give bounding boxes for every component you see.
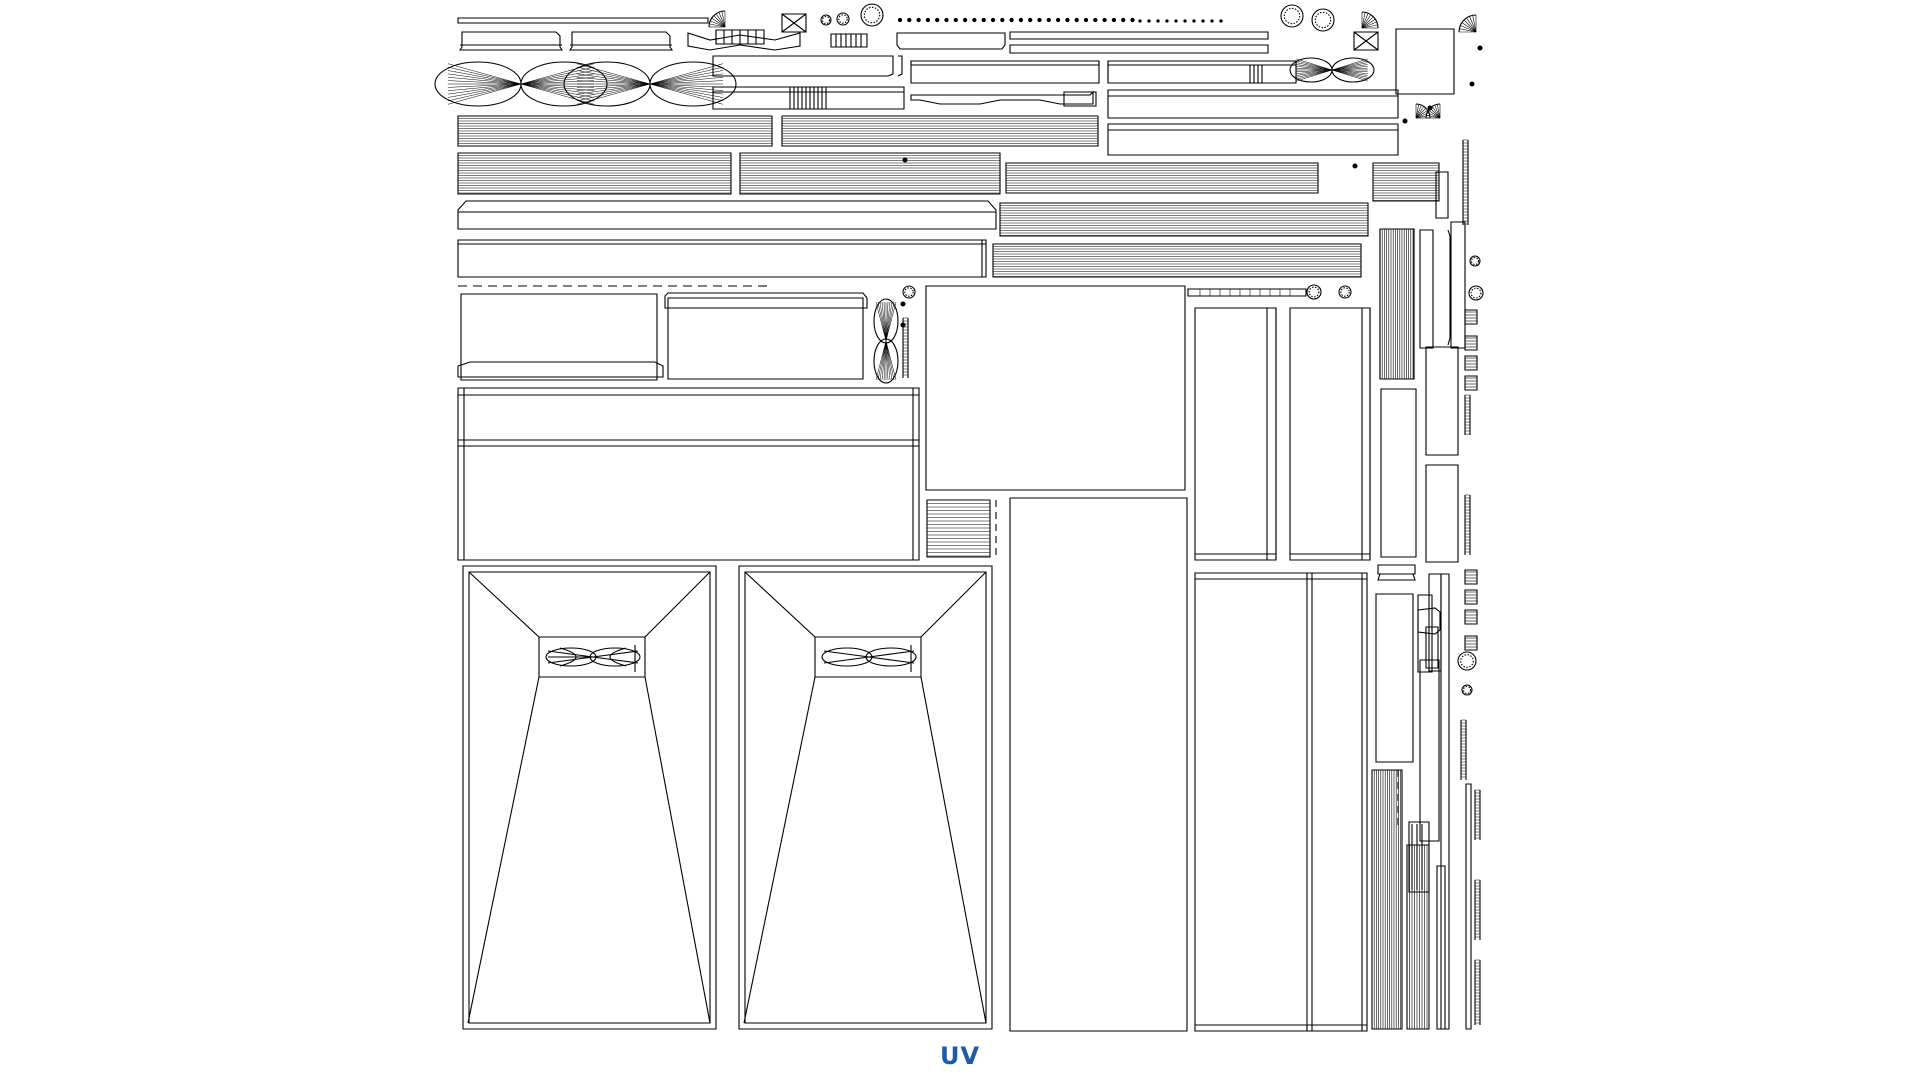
ring-icon xyxy=(1458,652,1476,670)
uv-fan-ovals xyxy=(435,58,1374,383)
ring-icon xyxy=(903,286,915,298)
striped-board xyxy=(458,116,772,146)
tick-strip xyxy=(1463,140,1468,225)
ring-icon xyxy=(1312,9,1334,31)
tick-strip xyxy=(1475,960,1480,1025)
ring-icon xyxy=(1307,285,1321,299)
uv-rail-a xyxy=(458,201,996,229)
uv-drawer-block-b xyxy=(665,293,867,379)
small-stripe-block xyxy=(1465,310,1477,324)
striped-board xyxy=(1407,845,1429,1029)
uv-door-panel-b xyxy=(1290,308,1370,560)
striped-board xyxy=(1380,229,1414,379)
uv-striped-boards xyxy=(458,116,1439,1029)
fan-icon xyxy=(874,299,898,383)
uv-door-panel-a xyxy=(1195,308,1276,560)
striped-board xyxy=(782,116,1098,146)
tick-strip xyxy=(1461,720,1466,780)
ring-icon xyxy=(1462,685,1472,695)
uv-tall-panel xyxy=(1010,498,1187,1031)
fan-icon xyxy=(1362,12,1378,28)
uv-panel-right xyxy=(739,566,992,1029)
uv-square-panel xyxy=(926,286,1185,490)
uv-rail-b xyxy=(458,240,986,277)
uv-caption: UV xyxy=(939,1042,981,1070)
striped-board xyxy=(993,244,1361,277)
ring-icon xyxy=(1339,286,1351,298)
ring-icon xyxy=(861,4,883,26)
small-stripe-block xyxy=(1465,336,1477,350)
striped-board xyxy=(740,153,1000,194)
uv-small-parts xyxy=(709,4,1483,1025)
fan-icon xyxy=(564,62,736,106)
small-stripe-block xyxy=(1465,610,1477,624)
cross-box-icon xyxy=(1354,32,1378,50)
fan-icon xyxy=(435,62,607,106)
tick-strip xyxy=(1475,790,1480,840)
uv-tall-panel-2 xyxy=(1195,573,1367,1031)
ring-icon xyxy=(821,15,831,25)
fan-icon xyxy=(1290,58,1374,82)
striped-board xyxy=(1372,770,1402,1029)
small-stripe-block xyxy=(1465,636,1477,650)
ring-icon xyxy=(1470,256,1480,266)
tick-strip xyxy=(1465,495,1470,555)
cross-box-icon xyxy=(782,14,806,32)
small-stripe-block xyxy=(1465,570,1477,584)
striped-board xyxy=(927,500,990,557)
small-stripe-block xyxy=(1465,356,1477,370)
uv-panel-left xyxy=(463,566,716,1029)
small-stripe-block xyxy=(1465,590,1477,604)
striped-board xyxy=(1000,203,1368,236)
tick-strip xyxy=(1475,880,1480,940)
uv-top-moldings xyxy=(458,18,1454,155)
ring-icon xyxy=(837,13,849,25)
fan-icon xyxy=(709,11,725,27)
ring-icon xyxy=(1469,286,1483,300)
uv-front-panel xyxy=(458,388,919,560)
rail-with-notches xyxy=(1188,289,1306,296)
striped-board xyxy=(1373,163,1439,201)
tick-strip xyxy=(1465,395,1470,435)
ring-icon xyxy=(1281,5,1303,27)
uv-drawer-block-a xyxy=(458,294,663,380)
striped-board xyxy=(1006,163,1318,193)
striped-board xyxy=(458,153,731,194)
fan-icon xyxy=(1459,15,1476,32)
small-stripe-block xyxy=(1465,376,1477,390)
uv-right-column-parts xyxy=(1376,172,1471,1029)
